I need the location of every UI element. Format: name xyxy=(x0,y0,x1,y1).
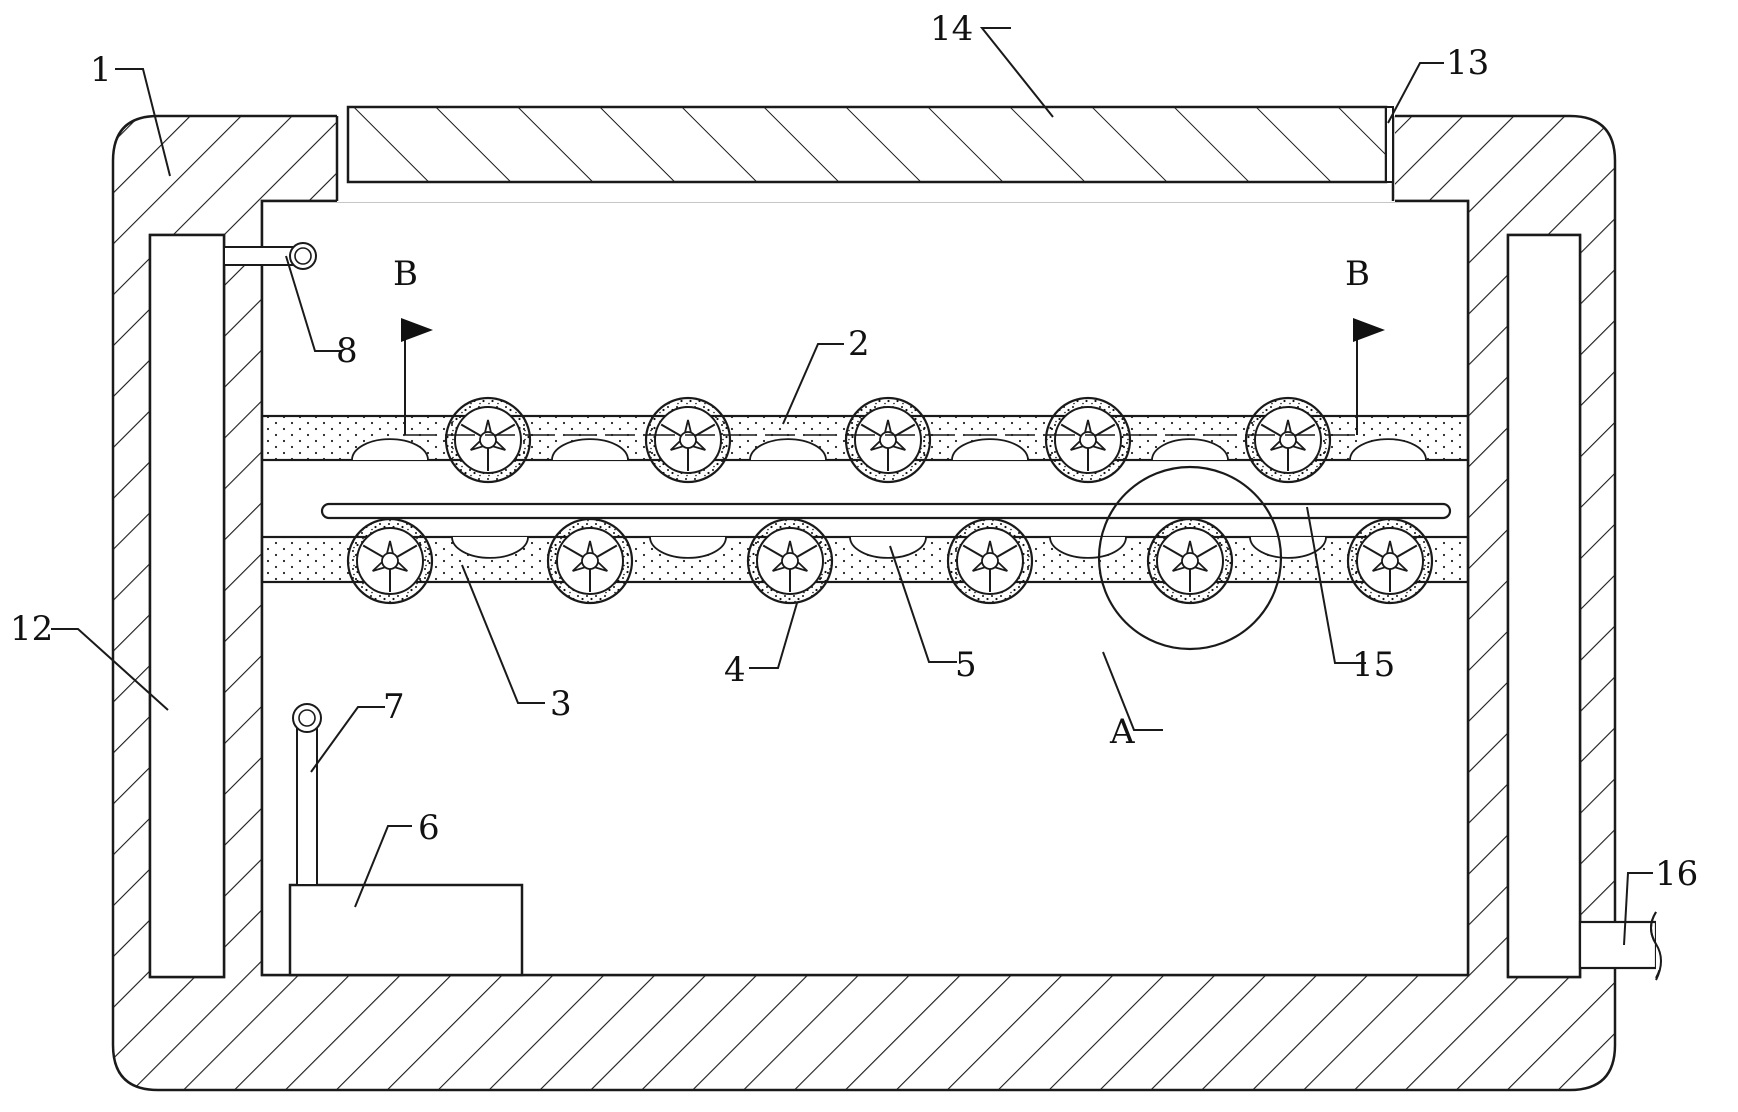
detail-circle-a xyxy=(1097,465,1283,651)
belt-hump xyxy=(849,536,927,559)
roller xyxy=(1244,396,1332,484)
label-2: 2 xyxy=(848,324,870,364)
pipe-7 xyxy=(296,717,318,886)
label-4: 4 xyxy=(724,650,746,690)
roller-axle xyxy=(479,431,497,449)
label-1: 1 xyxy=(90,50,112,90)
right-side-panel xyxy=(1506,233,1582,979)
roller xyxy=(844,396,932,484)
roller xyxy=(644,396,732,484)
label-12: 12 xyxy=(10,609,53,649)
lower-conveyor-belt xyxy=(260,535,1470,584)
outlet-16-cover xyxy=(1656,920,1670,970)
left-side-panel xyxy=(148,233,226,979)
roller-axle xyxy=(679,431,697,449)
label-15: 15 xyxy=(1352,645,1395,685)
belt-hump xyxy=(451,536,529,559)
roller xyxy=(1044,396,1132,484)
roller-axle xyxy=(1079,431,1097,449)
lid-edge-strip xyxy=(1385,106,1394,183)
label-8: 8 xyxy=(336,331,358,371)
belt-hump xyxy=(1249,536,1327,559)
outlet-16-break-line xyxy=(1650,911,1662,981)
roller-axle xyxy=(781,552,799,570)
label-6: 6 xyxy=(418,808,440,848)
roller-axle xyxy=(879,431,897,449)
label-b-right: B xyxy=(1345,254,1370,294)
label-b-left: B xyxy=(393,254,418,294)
lid xyxy=(346,105,1388,184)
roller xyxy=(1346,517,1434,605)
pipe-8-end-inner xyxy=(294,247,312,265)
label-3: 3 xyxy=(550,684,572,724)
roller-axle xyxy=(1181,552,1199,570)
roller xyxy=(346,517,434,605)
belt-hump xyxy=(551,438,629,461)
leader-lines xyxy=(51,27,1653,946)
roller xyxy=(546,517,634,605)
belt-hump xyxy=(1049,536,1127,559)
roller xyxy=(746,517,834,605)
label-a: A xyxy=(1109,712,1135,752)
roller-group xyxy=(346,396,1434,605)
inner-chamber xyxy=(260,199,1470,977)
roller xyxy=(1146,517,1234,605)
roller xyxy=(444,396,532,484)
roller-axle xyxy=(581,552,599,570)
label-16: 16 xyxy=(1655,854,1698,894)
roller-axle xyxy=(1279,431,1297,449)
belt-hump xyxy=(1349,438,1427,461)
box-6 xyxy=(288,883,524,977)
label-14: 14 xyxy=(930,9,973,49)
label-5: 5 xyxy=(955,645,977,685)
guide-rod xyxy=(320,502,1452,520)
pipe-7-end-inner xyxy=(298,709,316,727)
roller-axle xyxy=(381,552,399,570)
label-7: 7 xyxy=(383,687,405,727)
belt-hump xyxy=(351,438,429,461)
label-13: 13 xyxy=(1446,43,1489,83)
belt-hump xyxy=(749,438,827,461)
roller xyxy=(946,517,1034,605)
outlet-16 xyxy=(1578,920,1658,970)
belt-hump xyxy=(951,438,1029,461)
belt-hump xyxy=(649,536,727,559)
belt-hump xyxy=(1151,438,1229,461)
roller-axle xyxy=(981,552,999,570)
roller-axle xyxy=(1381,552,1399,570)
